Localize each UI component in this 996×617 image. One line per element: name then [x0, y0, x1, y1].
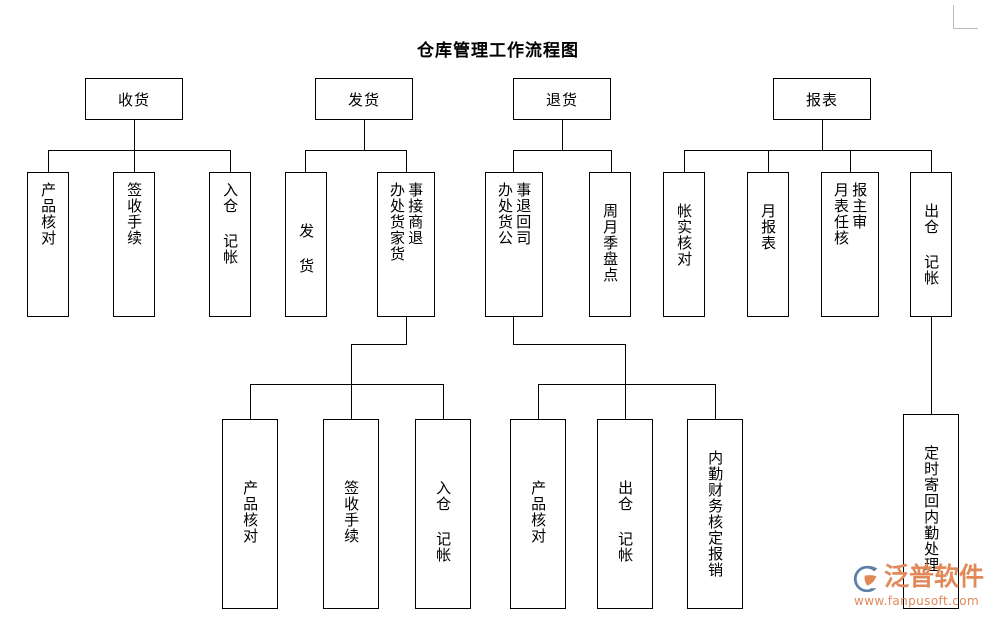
node-director-review[interactable]: 报主审 月表任核: [821, 172, 879, 317]
node-sign-procedure-receive[interactable]: 签收手续: [113, 172, 155, 317]
node-inbound-record-ship3-label: 入仓 记帐: [434, 480, 453, 563]
node-ledger-stock-check-label: 帐实核对: [675, 203, 694, 267]
connector-return-stem: [562, 120, 563, 150]
node-handle-company-return-col-left: 办处货公: [496, 182, 514, 246]
node-inbound-record-ship3[interactable]: 入仓 记帐: [415, 419, 471, 609]
connector-report-stem: [822, 120, 823, 150]
node-report-label: 报表: [805, 90, 838, 109]
node-product-check-receive-label: 产品核对: [39, 182, 58, 246]
connector-ship-return-bus: [250, 384, 443, 385]
node-handle-merchant-return-col-left: 办处货家货: [388, 182, 406, 262]
connector-ship-stem: [364, 120, 365, 150]
connector-receive-drop-3: [230, 150, 231, 172]
connector-ship-return-drop-1: [250, 384, 251, 419]
node-outbound-record-return3[interactable]: 出仓 记帐: [597, 419, 653, 609]
connector-return-company-jog: [513, 344, 625, 345]
connector-report-drop-2: [768, 150, 769, 172]
node-finance-reimburse-label: 内勤财务核定报销: [706, 450, 725, 578]
node-periodic-stocktake[interactable]: 周月季盘点: [589, 172, 631, 317]
connector-return-company-drop-1: [538, 384, 539, 419]
connector-ship-return-drop: [351, 344, 352, 384]
connector-receive-bus: [48, 150, 230, 151]
connector-report-out-stem: [931, 317, 932, 414]
node-outbound-record-report-label: 出仓 记帐: [922, 203, 941, 286]
connector-return-company-bus: [538, 384, 715, 385]
fanpu-logo-icon: [853, 565, 878, 593]
connector-ship-drop-2: [406, 150, 407, 172]
node-ship-label: 发货: [347, 90, 380, 109]
connector-ship-return-drop-3: [443, 384, 444, 419]
node-product-check-return3-label: 产品核对: [529, 480, 548, 544]
node-product-check-return3[interactable]: 产品核对: [510, 419, 566, 609]
node-handle-merchant-return[interactable]: 事接商退 办处货家货: [377, 172, 435, 317]
node-periodic-stocktake-label: 周月季盘点: [601, 203, 620, 283]
node-ship[interactable]: 发货: [315, 78, 413, 120]
connector-return-drop-2: [611, 150, 612, 172]
node-send-goods[interactable]: 发 货: [285, 172, 327, 317]
connector-ship-return-drop-2: [351, 384, 352, 419]
connector-ship-drop-1: [305, 150, 306, 172]
connector-receive-stem: [134, 120, 135, 150]
node-director-review-col-left: 月表任核: [832, 182, 850, 246]
node-handle-company-return-col-right: 事退回司: [514, 182, 533, 246]
node-finance-reimburse[interactable]: 内勤财务核定报销: [687, 419, 743, 609]
connector-return-company-drop-2: [625, 384, 626, 419]
connector-report-drop-4: [931, 150, 932, 172]
connector-ship-return-jog: [351, 344, 407, 345]
node-send-goods-label: 发 货: [297, 223, 316, 274]
node-handle-merchant-return-col-right: 事接商退: [406, 182, 425, 246]
node-ledger-stock-check[interactable]: 帐实核对: [663, 172, 705, 317]
node-return[interactable]: 退货: [513, 78, 611, 120]
connector-receive-drop-2: [134, 150, 135, 172]
node-report[interactable]: 报表: [773, 78, 871, 120]
node-inbound-record-receive[interactable]: 入仓 记帐: [209, 172, 251, 317]
node-product-check-receive[interactable]: 产品核对: [27, 172, 69, 317]
connector-return-bus: [513, 150, 611, 151]
connector-return-drop-1: [513, 150, 514, 172]
node-mail-back-admin-label: 定时寄回内勤处理: [922, 445, 941, 573]
node-receive[interactable]: 收货: [85, 78, 183, 120]
node-director-review-col-right: 报主审: [850, 182, 869, 230]
node-sign-procedure-ship3-label: 签收手续: [342, 480, 361, 544]
node-outbound-record-return3-label: 出仓 记帐: [616, 480, 635, 563]
node-outbound-record-report[interactable]: 出仓 记帐: [910, 172, 952, 317]
node-product-check-ship3[interactable]: 产品核对: [222, 419, 278, 609]
connector-ship-bus: [305, 150, 406, 151]
connector-receive-drop-1: [48, 150, 49, 172]
node-return-label: 退货: [545, 90, 578, 109]
node-handle-company-return[interactable]: 事退回司 办处货公: [485, 172, 543, 317]
node-receive-label: 收货: [117, 90, 150, 109]
node-product-check-ship3-label: 产品核对: [241, 480, 260, 544]
node-sign-procedure-receive-label: 签收手续: [125, 182, 144, 246]
page-corner-mark: [953, 5, 978, 29]
node-mail-back-admin[interactable]: 定时寄回内勤处理: [903, 414, 959, 609]
connector-return-company-drop-3: [715, 384, 716, 419]
connector-ship-return-stem: [406, 317, 407, 344]
page-title: 仓库管理工作流程图: [417, 41, 579, 61]
connector-return-company-drop: [625, 344, 626, 384]
connector-return-company-stem: [513, 317, 514, 344]
connector-report-drop-3: [850, 150, 851, 172]
node-monthly-report-label: 月报表: [759, 203, 778, 251]
node-inbound-record-receive-label: 入仓 记帐: [221, 182, 240, 265]
connector-report-drop-1: [684, 150, 685, 172]
node-monthly-report[interactable]: 月报表: [747, 172, 789, 317]
connector-report-bus: [684, 150, 931, 151]
node-sign-procedure-ship3[interactable]: 签收手续: [323, 419, 379, 609]
